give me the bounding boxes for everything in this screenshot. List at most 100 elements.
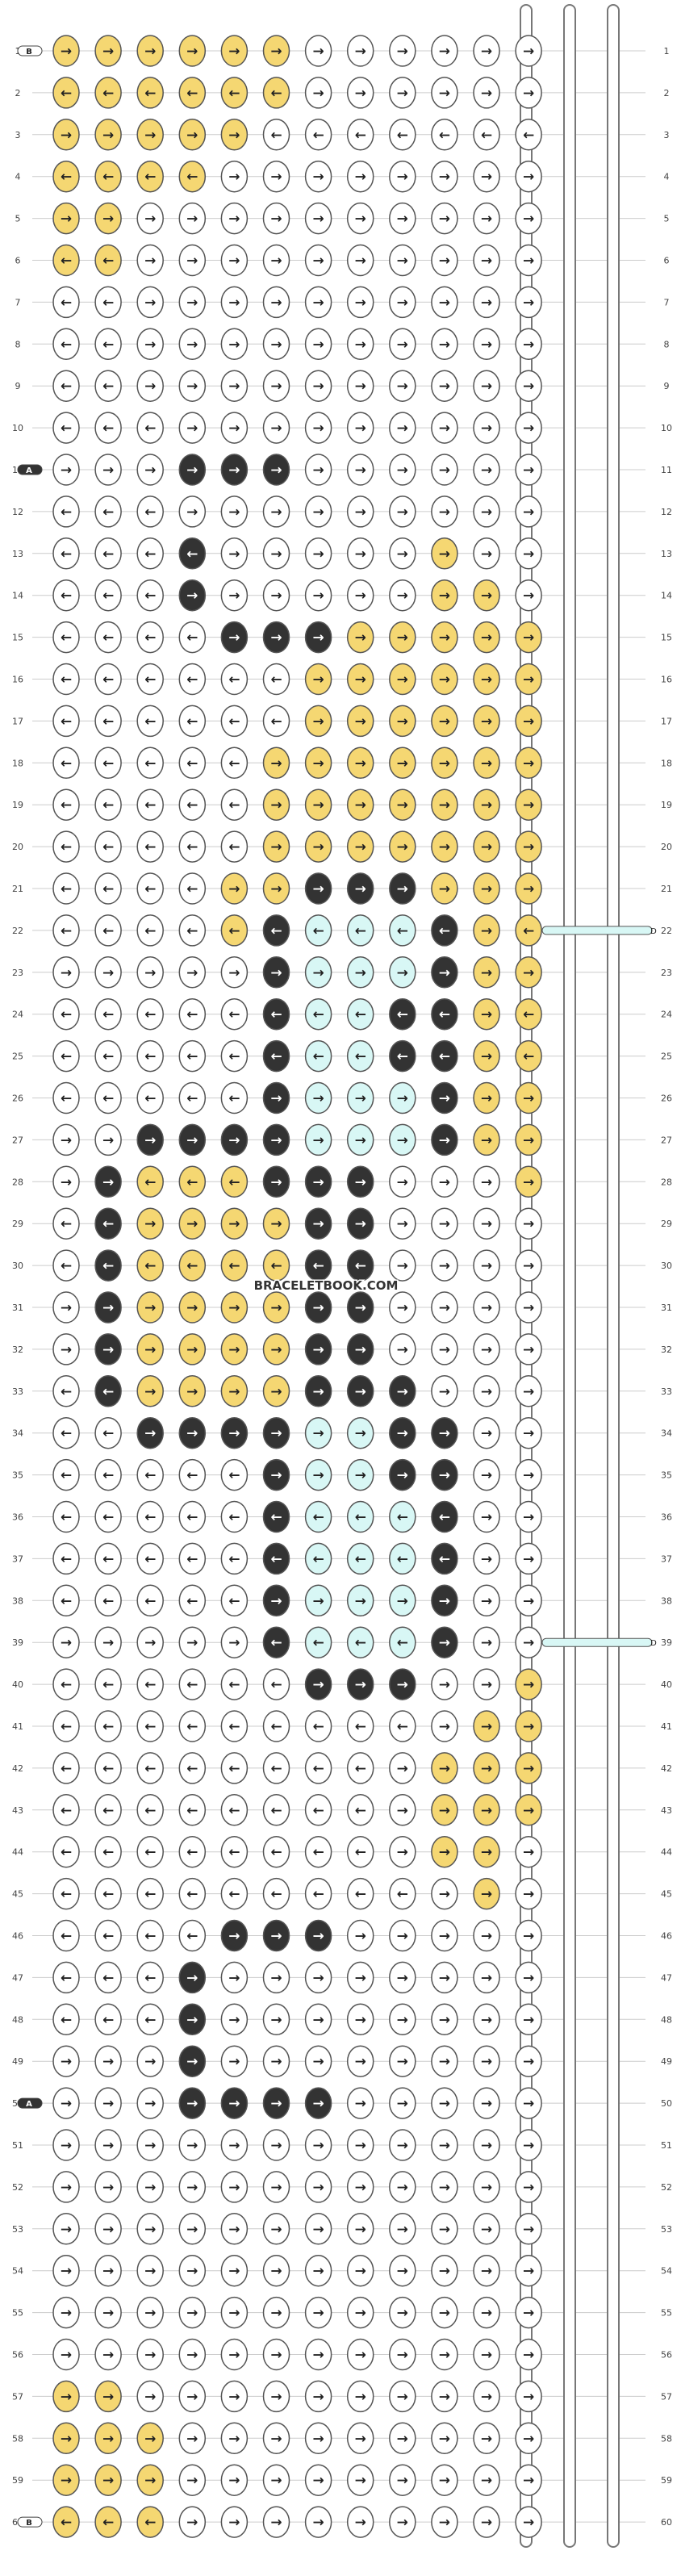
knot-arrow: ← (144, 1719, 156, 1735)
knot-circle (220, 2171, 249, 2203)
knot-circle (52, 1584, 80, 1617)
knot: → (473, 1123, 500, 1156)
knot-circle (94, 1207, 122, 1240)
knot: → (515, 1668, 542, 1700)
knot-circle (52, 746, 80, 780)
knot-circle (220, 496, 249, 528)
knot-arrow: → (355, 420, 366, 437)
knot-arrow: → (228, 2054, 240, 2070)
knot: → (515, 454, 542, 486)
knot: → (515, 35, 542, 67)
knot-arrow: → (228, 253, 240, 270)
row-number-right: 49 (661, 2056, 672, 2067)
knot-circle (515, 2254, 542, 2287)
knot-arrow: → (186, 2222, 198, 2238)
knot-arrow: → (312, 44, 324, 60)
knot-circle (220, 1458, 249, 1491)
knot: ← (389, 119, 416, 151)
knot: ← (52, 705, 80, 738)
knot: → (515, 1500, 542, 1533)
knot-arrow: ← (355, 1635, 366, 1651)
knot-arrow: → (312, 1677, 324, 1693)
knot: → (304, 496, 332, 528)
knot-circle (389, 1794, 416, 1826)
knot: → (473, 1375, 500, 1407)
knot-circle (178, 1542, 207, 1575)
knot-arrow: → (439, 1929, 450, 1945)
knot-circle (262, 1877, 290, 1910)
knot: → (304, 1375, 332, 1407)
knot-arrow: → (481, 965, 492, 981)
knot-circle (94, 2506, 122, 2538)
knot-arrow: → (270, 2348, 282, 2364)
knot: → (431, 2003, 458, 2036)
knot: → (220, 1291, 249, 1324)
knot-arrow: ← (61, 755, 72, 772)
knot-arrow: → (355, 839, 366, 855)
knot-arrow: → (312, 1300, 324, 1316)
row-number-right: 51 (661, 2140, 672, 2151)
knot-circle (220, 1165, 249, 1198)
knot: → (346, 286, 374, 319)
knot: → (94, 2045, 122, 2077)
knot-circle (262, 2422, 290, 2455)
knot: → (473, 1207, 500, 1240)
knot: → (304, 2003, 332, 2036)
knot-arrow: ← (102, 672, 114, 688)
knot-circle (515, 2171, 542, 2203)
knot-arrow: → (481, 1593, 492, 1609)
knot-arrow: → (397, 1803, 408, 1819)
knot-arrow: ← (270, 1887, 282, 1903)
knot-circle (94, 2087, 122, 2119)
knot: → (178, 2254, 207, 2287)
knot: → (262, 872, 290, 905)
knot-circle (473, 830, 500, 863)
knot: ← (346, 1039, 374, 1073)
knot-circle (389, 705, 416, 738)
knot-circle (389, 1416, 416, 1449)
knot-circle (178, 119, 207, 151)
knot-circle (178, 2045, 207, 2077)
knot: ← (52, 1877, 80, 1910)
knot-circle (52, 997, 80, 1031)
knot: → (389, 328, 416, 361)
knot: → (346, 370, 374, 402)
knot-circle (473, 370, 500, 402)
knot: → (515, 2003, 542, 2036)
knot-circle (304, 1877, 332, 1910)
knot-circle (389, 872, 416, 905)
knot-arrow: → (523, 420, 534, 437)
knot: → (473, 496, 500, 528)
knot: → (389, 621, 416, 654)
knot: ← (52, 286, 80, 319)
knot-arrow: ← (397, 1551, 408, 1567)
knot-circle (262, 1375, 290, 1407)
knot-arrow: → (228, 1342, 240, 1358)
knot-arrow: → (355, 672, 366, 688)
knot: ← (389, 1542, 416, 1575)
knot-circle (304, 160, 332, 193)
knot: → (515, 2422, 542, 2455)
row-number-right: 38 (661, 1595, 672, 1606)
knot: ← (52, 244, 80, 277)
knot-arrow: ← (439, 128, 450, 144)
knot-circle (94, 2003, 122, 2036)
knot-arrow: → (186, 2306, 198, 2322)
knot-arrow: ← (186, 1174, 198, 1190)
knot: → (94, 119, 122, 151)
row-number-left: 13 (12, 549, 23, 559)
knot: → (431, 2338, 458, 2371)
knot-circle (178, 1877, 207, 1910)
knot: → (178, 2129, 207, 2161)
knot: → (473, 2338, 500, 2371)
row-number-right: 48 (661, 2014, 672, 2025)
knot: → (473, 997, 500, 1031)
knot: ← (94, 244, 122, 277)
knot-circle (389, 77, 416, 109)
knot-arrow: → (228, 1132, 240, 1148)
knot-circle (136, 160, 164, 193)
knot-arrow: → (523, 86, 534, 102)
knot: → (178, 2296, 207, 2329)
knot-circle (136, 914, 164, 947)
knot-circle (473, 1919, 500, 1952)
